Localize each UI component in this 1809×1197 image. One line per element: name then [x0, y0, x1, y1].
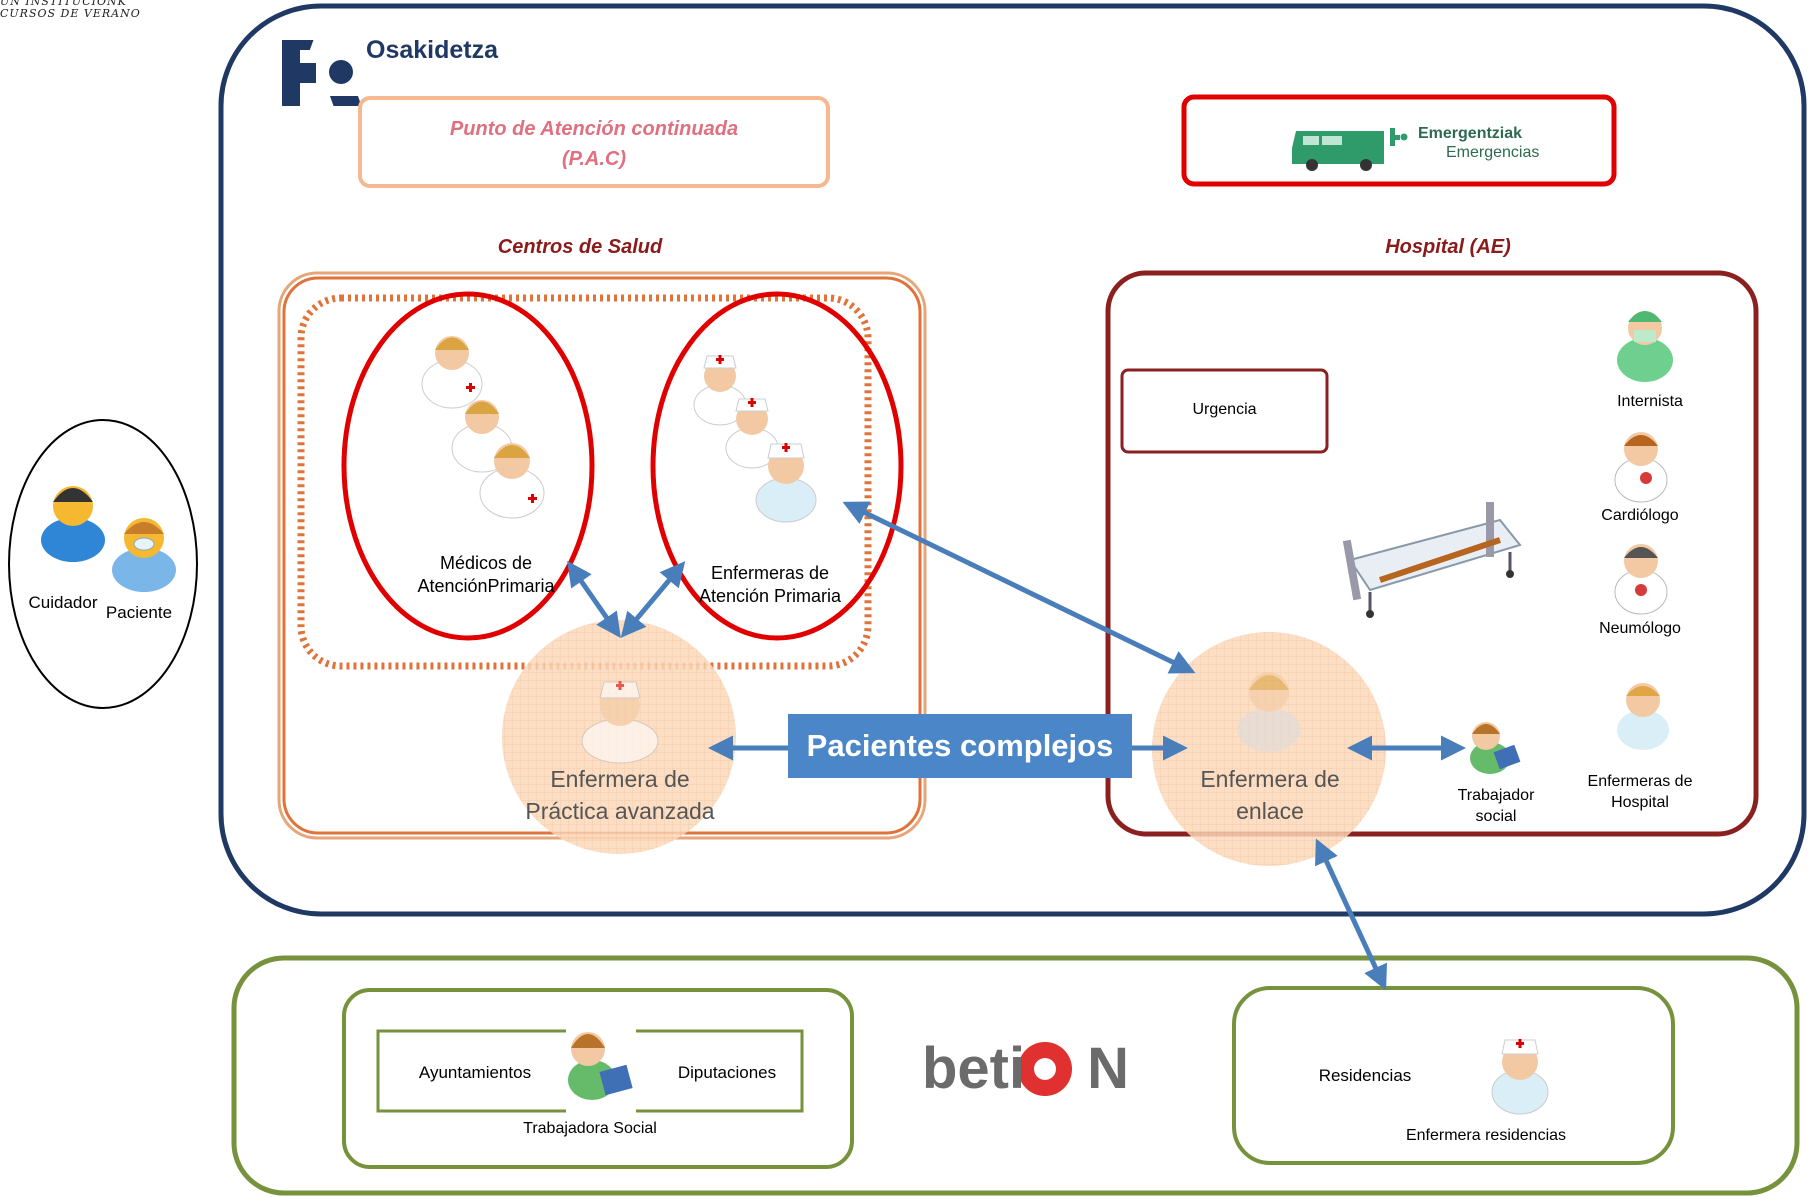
trabajador-social-label: Trabajador social: [1436, 786, 1556, 828]
trabajador-social-label-line2: social: [1475, 807, 1517, 825]
trabajador-social-icon: [1470, 722, 1521, 774]
epa-label-line2: Práctica avanzada: [525, 798, 715, 825]
enlace-label: Enfermera de enlace: [1150, 763, 1390, 827]
diputaciones-label: Diputaciones: [677, 1063, 777, 1082]
residencias-label: Residencias: [1318, 1066, 1412, 1085]
social-services-box: [342, 988, 854, 1169]
residencias-nurse-icon: [1491, 1039, 1549, 1115]
nurse-icon: [693, 355, 747, 426]
doctor-icon: [421, 336, 483, 409]
betion-logo: beti N: [922, 1036, 1129, 1102]
emergencias-box: [1181, 94, 1617, 187]
enfermeras-ap-label-line2: Atención Primaria: [698, 586, 842, 607]
enlace-label-line2: enlace: [1236, 798, 1304, 825]
osakidetza-brand-name: Osakidetza: [366, 36, 499, 64]
medicos-label-line2: AtenciónPrimaria: [417, 576, 555, 597]
medicos-ellipse: [341, 291, 595, 641]
pac-box: [358, 96, 830, 188]
corner-handwriting-line: UN INSTITUCIÓNK: [0, 0, 127, 8]
corner-handwriting: UN INSTITUCIÓNK CURSOS DE VERANO: [0, 0, 190, 20]
emergencias-label-eu: Emergentziak: [1418, 125, 1523, 142]
hospital-bed-icon: [1342, 502, 1522, 618]
arrow-enfermeras-epa: [620, 561, 686, 638]
osakidetza-logo-icon: [281, 40, 362, 106]
urgencia-label: Urgencia: [1192, 401, 1257, 418]
internista-icon: [1617, 311, 1673, 382]
enfermeras-hospital-label-line2: Hospital: [1611, 793, 1669, 811]
enfermeras-ap-ellipse: [650, 291, 904, 641]
trabajador-social-label-line1: Trabajador: [1457, 787, 1535, 804]
neumologo-icon: [1614, 544, 1668, 615]
epa-label-line1: Enfermera de: [550, 766, 690, 792]
pacientes-complejos-banner: Pacientes complejos: [788, 714, 1132, 778]
hospital-title: Hospital (AE): [1385, 236, 1511, 258]
pac-title-line1: Punto de Atención continuada: [449, 118, 739, 140]
enfermera-hospital-icon: [1617, 683, 1669, 750]
enfermeras-ap-label-line1: Enfermeras de: [710, 563, 830, 583]
medicos-label: Médicos de AtenciónPrimaria: [396, 552, 576, 599]
ayuntamientos-label: Ayuntamientos: [418, 1063, 532, 1082]
paciente-icon: [112, 518, 176, 592]
emergencias-label: Emergentziak Emergencias: [1418, 124, 1539, 162]
community-container: [231, 955, 1800, 1196]
urgencia-box: [1120, 368, 1329, 454]
epa-nurse-icon: [581, 681, 659, 764]
enfermeras-ap-label: Enfermeras de Atención Primaria: [680, 562, 860, 609]
enfermeras-hospital-label-line1: Enfermeras de: [1587, 773, 1693, 790]
internista-label: Internista: [1617, 393, 1683, 410]
ambulance-icon: [1292, 131, 1384, 171]
residencias-box: [1232, 986, 1675, 1165]
pac-title: Punto de Atención continuada (P.A.C): [360, 114, 828, 174]
emergencias-label-es: Emergencias: [1446, 144, 1540, 161]
paciente-label: Paciente: [105, 603, 173, 622]
trabajadora-social-icon: [566, 1022, 636, 1122]
pac-title-line2: (P.A.C): [561, 148, 627, 170]
corner-handwriting-line: CURSOS DE VERANO: [0, 7, 141, 20]
enlace-label-line1: Enfermera de: [1200, 766, 1340, 792]
nurse-icon: [725, 398, 779, 469]
medicos-label-line1: Médicos de: [439, 553, 533, 573]
cuidador-icon: [38, 476, 112, 562]
osakidetza-container: [218, 3, 1807, 917]
arrow-enfermeras-enlace: [842, 501, 1196, 674]
enfermeras-hospital-label: Enfermeras de Hospital: [1568, 772, 1712, 814]
nurse-icon: [755, 443, 817, 523]
neumologo-label: Neumólogo: [1599, 620, 1681, 637]
epa-label: Enfermera de Práctica avanzada: [500, 763, 740, 827]
cardiologo-icon: [1614, 432, 1668, 503]
cuidador-label: Cuidador: [28, 593, 98, 612]
betion-logo-beti: beti: [922, 1036, 1026, 1101]
betion-logo-n: N: [1087, 1036, 1130, 1101]
arrow-medicos-epa: [567, 560, 621, 639]
enfermera-residencias-label: Enfermera residencias: [1405, 1127, 1567, 1144]
osakidetza-small-logo-icon: [1390, 128, 1408, 146]
trabajadora-social-label: Trabajadora Social: [523, 1120, 657, 1137]
doctor-icon: [479, 443, 545, 519]
centros-salud-title: Centros de Salud: [497, 236, 663, 258]
enlace-nurse-icon: [1237, 672, 1301, 752]
cardiologo-label: Cardiólogo: [1601, 507, 1679, 524]
arrow-enlace-residencias: [1315, 838, 1387, 991]
